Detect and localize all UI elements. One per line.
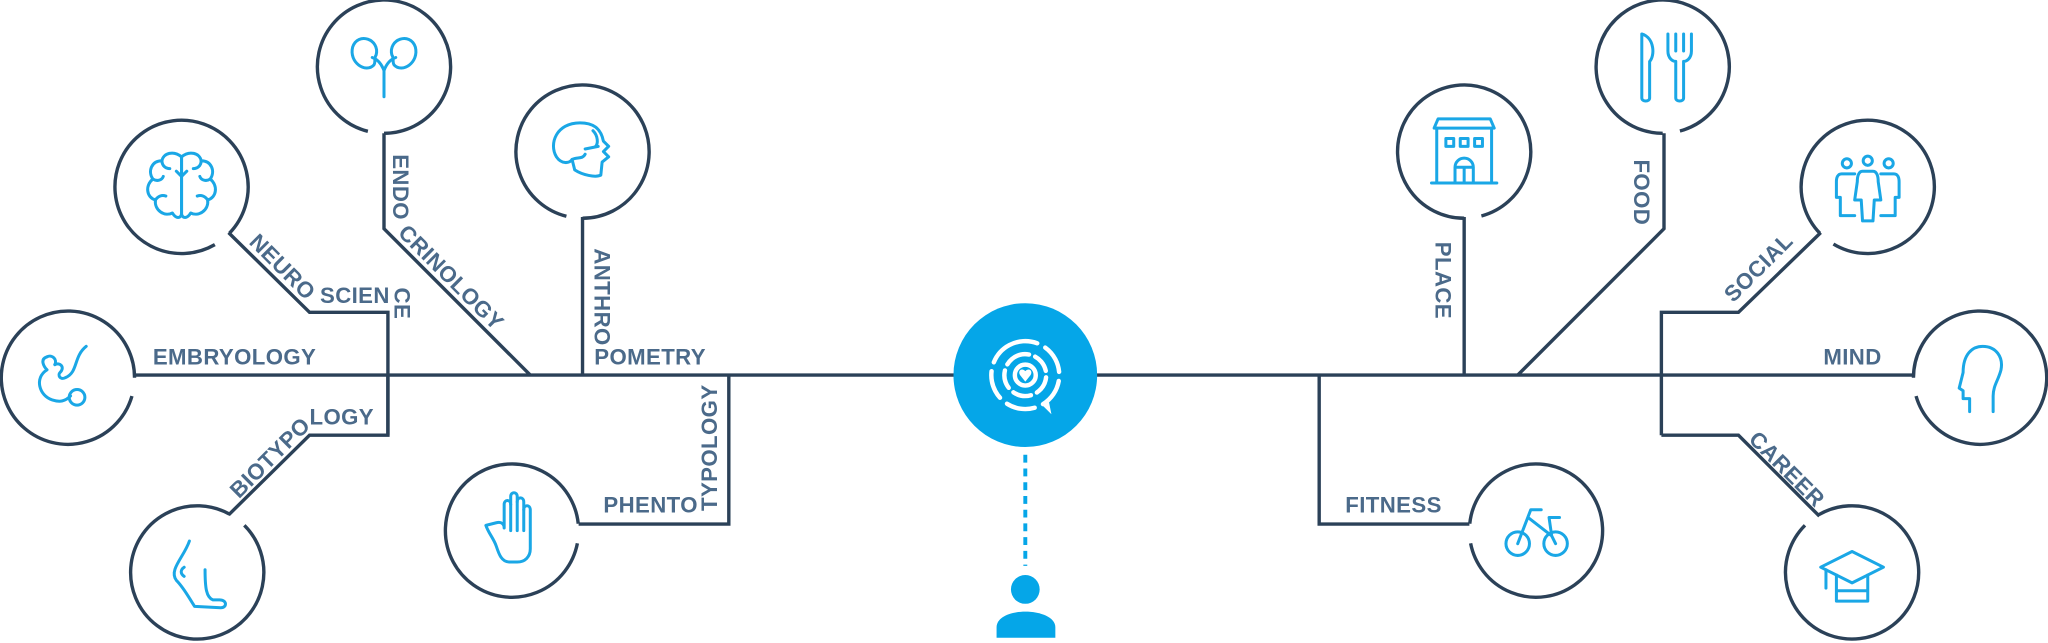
node-phentotypology[interactable]: PHENTO TYPOLOGY — [443, 375, 731, 599]
label-part: SCIEN — [320, 283, 390, 308]
head-icon — [1957, 344, 2003, 414]
label-part: ANTHRO — [589, 248, 614, 345]
node-ring — [128, 504, 266, 641]
hand-icon — [484, 491, 532, 564]
label-part: ENDO — [388, 154, 413, 220]
bicycle-icon — [1504, 508, 1569, 557]
node-fitness[interactable]: FITNESS — [1317, 375, 1605, 599]
connector — [227, 375, 390, 517]
skull-icon — [551, 121, 611, 178]
embryo-icon — [37, 344, 88, 407]
hub[interactable] — [953, 303, 1098, 447]
connector — [1516, 133, 1666, 377]
node-ring — [0, 309, 137, 447]
node-endocrinology[interactable]: ENDO CRINOLOGY — [315, 0, 532, 377]
label-part: BIOTYPO — [225, 412, 315, 502]
brain-icon — [146, 151, 217, 219]
node-ring — [1799, 118, 1937, 256]
node-ring — [315, 0, 453, 136]
label-part: MIND — [1823, 345, 1881, 370]
node-mind[interactable]: MIND — [1823, 309, 2048, 446]
connector — [382, 133, 532, 377]
label-part: LOGY — [310, 405, 374, 430]
connector — [1317, 375, 1470, 526]
label-part: CAREER — [1744, 426, 1830, 512]
node-ring — [1468, 462, 1605, 599]
label-part: POMETRY — [594, 345, 706, 370]
label-part: EMBRYOLOGY — [153, 345, 316, 370]
label-part: NEURO — [245, 229, 321, 305]
node-food[interactable]: FOOD — [1516, 0, 1731, 377]
user-icon[interactable] — [996, 575, 1056, 638]
label-part: TYPOLOGY — [697, 384, 722, 511]
fork-knife-icon — [1640, 32, 1693, 103]
connector — [578, 375, 731, 526]
connector — [227, 231, 390, 436]
label-part: PLACE — [1430, 242, 1455, 319]
heart-speech-signal-icon — [989, 338, 1062, 415]
node-ring — [514, 83, 651, 220]
node-ring — [1783, 504, 1921, 641]
node-ring — [113, 118, 250, 256]
foot-icon — [172, 539, 227, 610]
connector — [1661, 433, 1821, 518]
people-icon — [1834, 154, 1901, 223]
kidneys-icon — [350, 37, 418, 99]
graduation-cap-icon — [1819, 550, 1885, 603]
label-part: CE — [389, 288, 414, 320]
node-embryology[interactable]: EMBRYOLOGY — [0, 309, 316, 447]
connector — [1659, 231, 1822, 436]
node-ring — [443, 462, 580, 599]
node-ring — [1395, 83, 1533, 220]
node-anthropometry[interactable]: ANTHRO POMETRY — [514, 83, 706, 376]
node-biotypology[interactable]: BIOTYPO LOGY — [128, 375, 390, 641]
node-ring — [1594, 0, 1731, 136]
building-icon — [1430, 117, 1499, 185]
node-career[interactable]: CAREER — [1661, 426, 1921, 641]
node-ring — [1911, 309, 2048, 446]
node-social[interactable]: SOCIAL — [1659, 118, 1937, 436]
label-part: FOOD — [1629, 159, 1654, 225]
label-part: PHENTO — [603, 492, 697, 517]
label-part: FITNESS — [1345, 492, 1441, 517]
node-neuroscience[interactable]: NEURO SCIEN CE — [113, 118, 415, 436]
node-place[interactable]: PLACE — [1395, 83, 1533, 376]
